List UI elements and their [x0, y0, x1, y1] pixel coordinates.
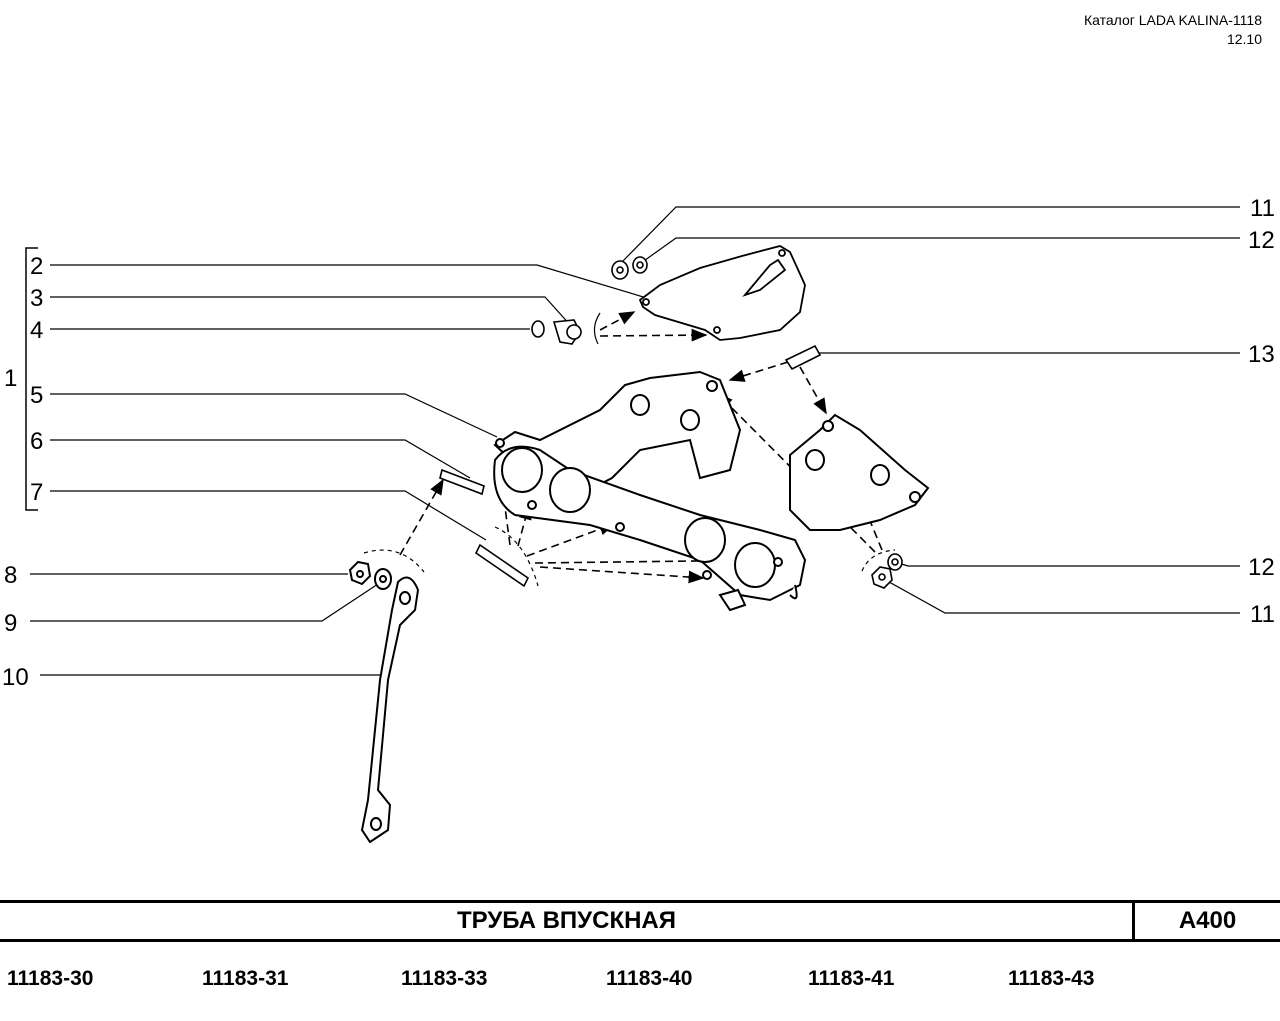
callout-4: 4: [30, 317, 43, 344]
group-bracket: [25, 247, 38, 511]
model-code: 11183-31: [202, 967, 289, 990]
callout-12-top: 12: [1248, 227, 1275, 254]
footer-divider: [1132, 903, 1135, 939]
callout-11-bottom: 11: [1250, 601, 1275, 628]
support-bracket: [348, 560, 420, 844]
callout-10: 10: [2, 664, 29, 691]
callout-6: 6: [30, 428, 43, 455]
callout-13: 13: [1248, 341, 1275, 368]
model-code: 11183-40: [606, 967, 693, 990]
callout-2: 2: [30, 253, 43, 280]
intake-manifold: [493, 370, 930, 612]
model-code: 11183-43: [1008, 967, 1095, 990]
callout-numbers: 2 3 4 5 6 7 8 9 10 11 12 13 12 11: [2, 195, 1275, 691]
footer-title: ТРУБА ВПУСКНАЯ: [456, 907, 677, 934]
callout-7: 7: [30, 479, 43, 506]
callout-11-top: 11: [1250, 195, 1275, 222]
fasteners-top: [531, 256, 822, 371]
studs: [439, 468, 530, 588]
footer-code: A400: [1178, 907, 1237, 934]
footer-title-bar: ТРУБА ВПУСКНАЯ A400: [0, 900, 1280, 942]
model-code: 11183-33: [401, 967, 488, 990]
callout-3: 3: [30, 285, 43, 312]
catalog-title: Каталог LADA KALINA-1118: [1083, 12, 1262, 28]
callout-1: 1: [4, 365, 17, 392]
fasteners-right: [871, 553, 903, 589]
model-code: 11183-41: [808, 967, 895, 990]
callout-12-bottom: 12: [1248, 554, 1275, 581]
callout-9: 9: [4, 610, 17, 637]
callout-8: 8: [4, 562, 17, 589]
leader-lines: [30, 206, 1240, 676]
exploded-parts-drawing: 1 2 3 4 5 6 7 8 9 10 11 12 13 12 11: [2, 195, 1275, 844]
heat-shield: [638, 245, 806, 341]
model-code: 11183-30: [7, 967, 94, 990]
callout-5: 5: [30, 382, 43, 409]
catalog-date: 12.10: [1226, 31, 1262, 47]
